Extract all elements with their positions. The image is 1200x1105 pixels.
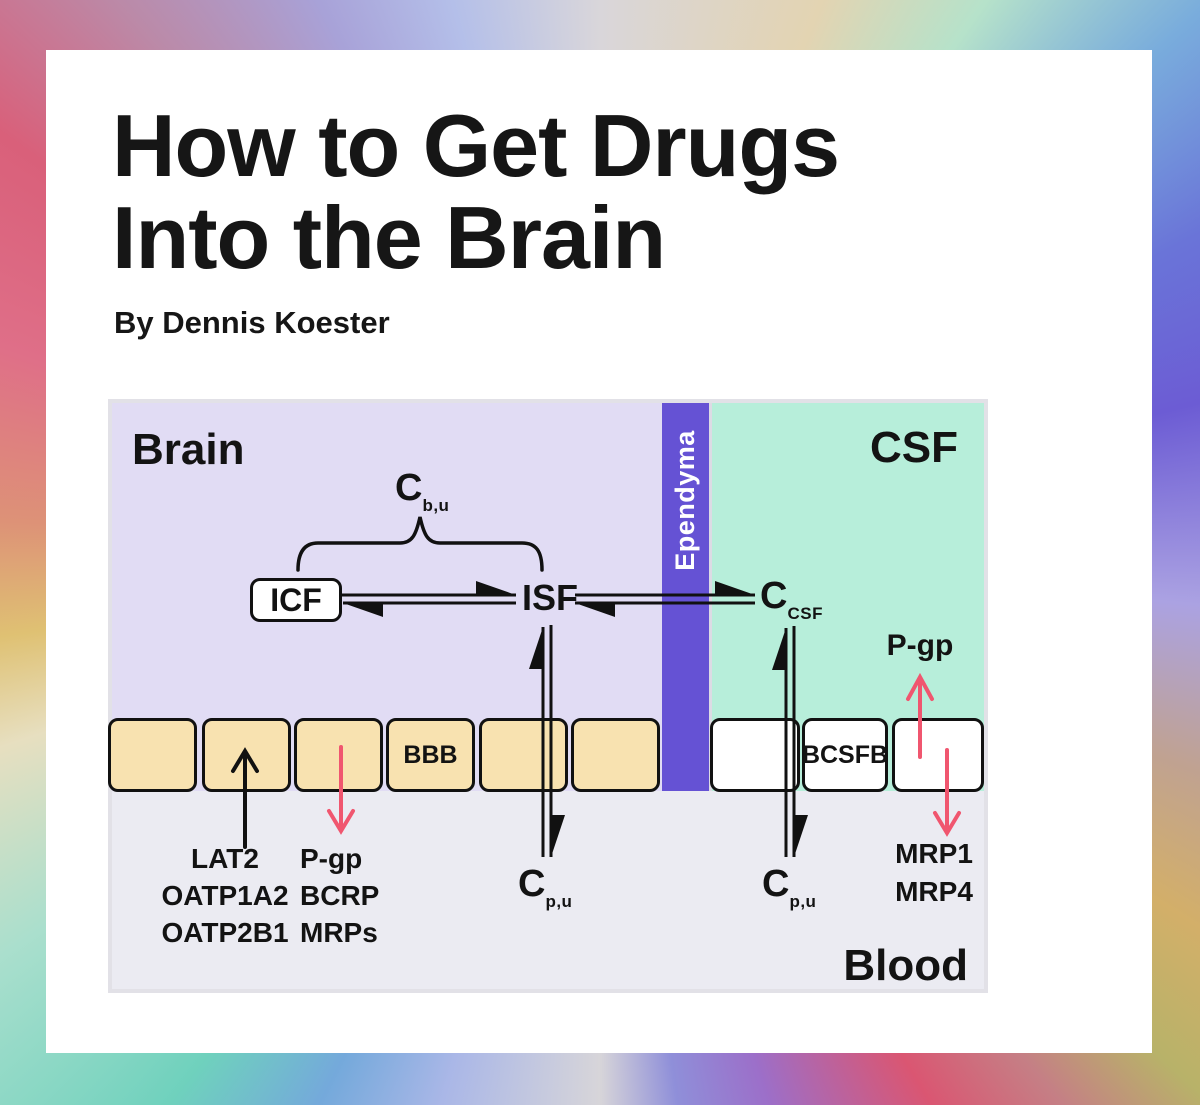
bcsfb-label: BCSFB	[801, 740, 889, 769]
bcsfb-cell	[710, 718, 800, 792]
cpu-right-sub: p,u	[789, 892, 817, 911]
blood-region	[112, 791, 984, 989]
influx-transporter-list: LAT2 OATP1A2 OATP2B1	[150, 840, 300, 951]
bcsfb-efflux-transporter-list: MRP1 MRP4	[864, 835, 1004, 911]
bbb-cell	[108, 718, 197, 792]
bbb-cell-influx	[202, 718, 291, 792]
bbb-cell	[479, 718, 568, 792]
bbb-cell	[571, 718, 660, 792]
csf-efflux-transporter-label: P-gp	[886, 629, 954, 662]
transporter-item: OATP2B1	[161, 917, 289, 948]
cpu-left-concentration-label: Cp,u	[518, 863, 572, 911]
cpu-left-sub: p,u	[545, 892, 573, 911]
transporter-item: BCRP	[300, 880, 380, 911]
ccsf-base: C	[760, 575, 788, 617]
cpu-right-concentration-label: Cp,u	[762, 863, 816, 911]
brain-region-label: Brain	[132, 425, 245, 474]
ccsf-concentration-label: CCSF	[760, 575, 823, 623]
bbb-efflux-transporter-list: P-gp BCRP MRPs	[300, 840, 450, 951]
transporter-item: MRPs	[300, 917, 378, 948]
transporter-item: LAT2	[191, 843, 259, 874]
cpu-left-base: C	[518, 863, 546, 905]
cbu-concentration-label: Cb,u	[395, 467, 449, 515]
transporter-item: MRP1	[895, 838, 973, 869]
page-title: How to Get Drugs Into the Brain	[112, 96, 840, 287]
content-card: How to Get Drugs Into the Brain By Denni…	[46, 50, 1152, 1053]
isf-node: ISF	[521, 577, 578, 618]
page-title-line2: Into the Brain	[112, 188, 666, 287]
blood-region-label: Blood	[843, 941, 968, 990]
cbu-base: C	[395, 467, 423, 509]
page-title-line1: How to Get Drugs	[112, 96, 840, 195]
bcsfb-cell-labelled: BCSFB	[802, 718, 888, 792]
icf-node: ICF	[250, 578, 342, 622]
ependyma-label-wrap: Ependyma	[662, 403, 709, 598]
transporter-item: MRP4	[895, 876, 973, 907]
icf-label: ICF	[270, 581, 322, 618]
cpu-right-base: C	[762, 863, 790, 905]
bbb-label: BBB	[403, 740, 458, 769]
diagram-canvas: Brain CSF Blood Ependyma BBB BCSFB	[108, 403, 984, 990]
bbb-cell-labelled: BBB	[386, 718, 475, 792]
csf-region-label: CSF	[870, 423, 958, 472]
bbb-cell-efflux	[294, 718, 383, 792]
diagram-panel: Brain CSF Blood Ependyma BBB BCSFB	[108, 399, 988, 993]
transporter-item: P-gp	[300, 843, 363, 874]
ccsf-sub: CSF	[787, 604, 823, 623]
cbu-sub: b,u	[422, 496, 450, 515]
transporter-item: OATP1A2	[161, 880, 289, 911]
byline: By Dennis Koester	[114, 305, 390, 340]
ependyma-strip	[662, 403, 712, 791]
bcsfb-cell-efflux	[892, 718, 984, 792]
ependyma-label: Ependyma	[670, 430, 701, 571]
